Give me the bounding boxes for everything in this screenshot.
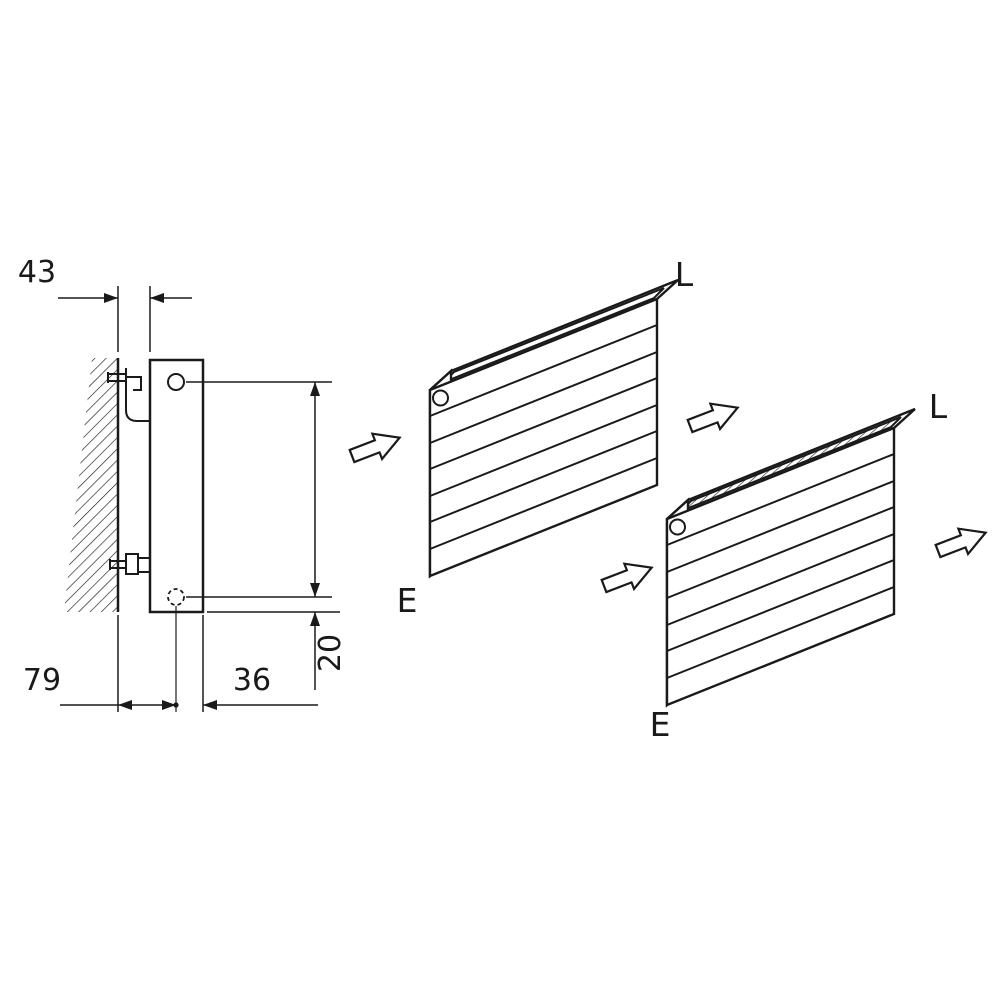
dimension-side: 20 bbox=[207, 611, 348, 690]
flow-arrow-outlet-icon bbox=[934, 527, 988, 559]
radiator-iso-1 bbox=[428, 278, 679, 579]
flow-arrow-inlet-icon bbox=[348, 432, 402, 464]
front-panel bbox=[665, 426, 896, 707]
slat-line bbox=[666, 559, 895, 652]
slat-line bbox=[666, 533, 895, 626]
slat-line bbox=[666, 506, 895, 599]
inlet-label-1: E bbox=[397, 581, 418, 620]
mounting-bracket-top bbox=[107, 368, 150, 422]
flow-marks-radiator-1: E L bbox=[348, 255, 740, 620]
end-cap-plug-circle bbox=[432, 389, 449, 407]
arrowhead bbox=[150, 293, 164, 303]
bracket-screw-bottom bbox=[109, 559, 126, 570]
arrowhead bbox=[162, 700, 176, 710]
radiator-iso-2 bbox=[665, 407, 916, 708]
outlet-label-1: L bbox=[675, 255, 694, 294]
bracket-hook bbox=[125, 368, 150, 422]
outlet-label-2: L bbox=[929, 387, 948, 426]
bracket-clip bbox=[125, 553, 139, 575]
radiator-side-profile bbox=[148, 358, 205, 614]
slat-line bbox=[429, 351, 658, 444]
arrowhead bbox=[310, 583, 320, 597]
flow-arrow-inlet-icon bbox=[600, 562, 654, 594]
slat-line bbox=[429, 430, 658, 523]
arrowhead bbox=[310, 382, 320, 396]
slat-line bbox=[666, 586, 895, 679]
slat-line bbox=[429, 457, 658, 550]
diagram-root: 43 20 bbox=[18, 255, 988, 744]
bracket-clip-arms bbox=[138, 557, 150, 573]
dimension-height bbox=[186, 381, 332, 598]
slat-line bbox=[429, 324, 658, 417]
front-panel bbox=[428, 297, 659, 578]
arrowhead bbox=[203, 700, 217, 710]
bracket-screw-top bbox=[107, 372, 126, 383]
side-section-view: 43 20 bbox=[18, 255, 348, 712]
arrowhead bbox=[310, 612, 320, 626]
front-slats bbox=[666, 453, 895, 679]
slat-line bbox=[429, 404, 658, 497]
flow-marks-radiator-2: E L bbox=[600, 387, 988, 744]
dim-43-label: 43 bbox=[18, 255, 56, 290]
dim-36-label: 36 bbox=[233, 663, 271, 698]
inlet-label-2: E bbox=[650, 705, 671, 744]
arrowhead bbox=[118, 700, 132, 710]
dim-20-label: 20 bbox=[313, 634, 348, 672]
wall-hatch bbox=[64, 358, 118, 612]
dim-79-label: 79 bbox=[23, 663, 61, 698]
pipe-connection-dashed-circle bbox=[167, 588, 185, 606]
slat-line bbox=[666, 453, 895, 546]
front-slats bbox=[429, 324, 658, 550]
slat-line bbox=[666, 480, 895, 573]
dimension-bottom: 79 36 bbox=[23, 606, 318, 712]
air-vent-circle bbox=[167, 373, 185, 391]
mounting-bracket-bottom bbox=[109, 553, 150, 575]
flow-arrow-outlet-icon bbox=[686, 402, 740, 434]
slat-line bbox=[429, 377, 658, 470]
dimension-top: 43 bbox=[18, 255, 192, 352]
arrowhead bbox=[104, 293, 118, 303]
end-cap-plug-circle bbox=[669, 518, 686, 536]
